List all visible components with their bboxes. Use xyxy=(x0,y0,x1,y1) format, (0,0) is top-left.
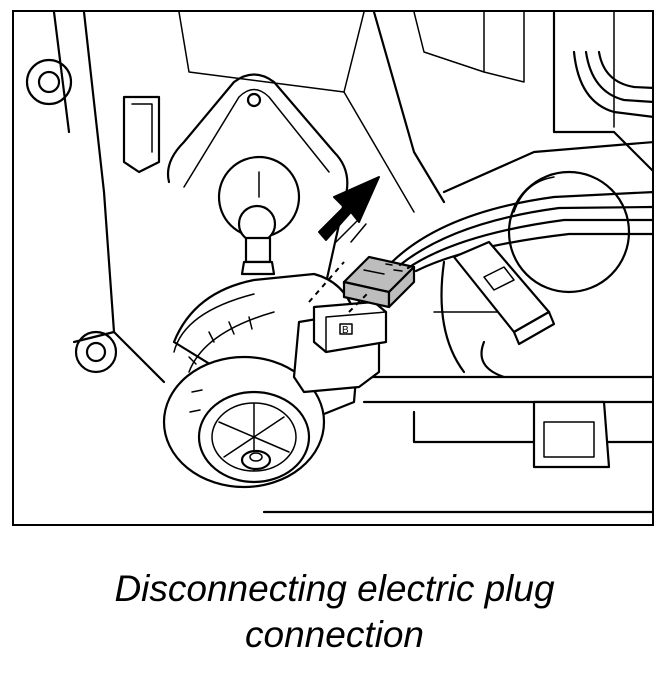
arrow-icon xyxy=(318,176,380,243)
figure-caption: Disconnecting electric plug connection xyxy=(0,566,669,658)
retaining-clip-left xyxy=(122,95,161,174)
mounting-eye-top-left xyxy=(25,58,73,106)
round-boss xyxy=(507,170,631,294)
technical-illustration: B xyxy=(25,12,652,514)
retaining-clip-right xyxy=(532,400,611,469)
mounting-eye-bottom-left xyxy=(74,330,118,374)
electric-plug[interactable] xyxy=(342,255,416,309)
caption-line-1: Disconnecting electric plug xyxy=(114,568,555,609)
illustration-frame: B xyxy=(12,10,654,526)
secondary-connector xyxy=(440,240,556,379)
actuator-shaft xyxy=(237,204,277,276)
caption-line-2: connection xyxy=(245,614,424,655)
svg-text:B: B xyxy=(342,325,349,336)
wiring-harness xyxy=(390,50,652,273)
motion-guide-lines xyxy=(308,261,370,313)
